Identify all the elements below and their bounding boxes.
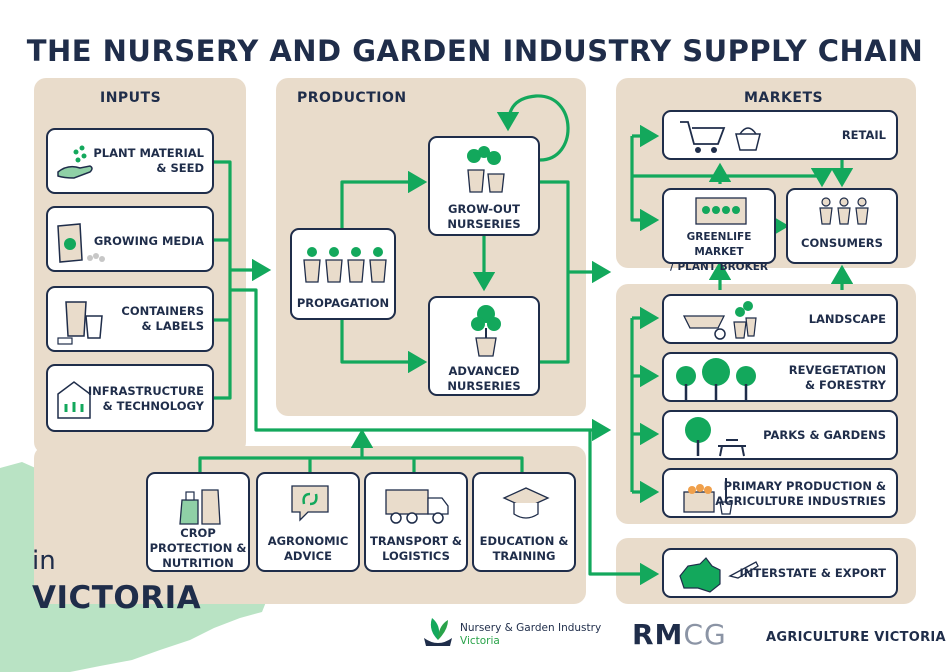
market-consumers-label: CONSUMERS <box>801 236 883 250</box>
region-prefix: in <box>32 546 56 576</box>
service-education: EDUCATION & TRAINING <box>472 472 576 572</box>
advanced-box: ADVANCED NURSERIES <box>428 296 540 396</box>
truck-icon <box>385 489 449 524</box>
growout-l1: GROW-OUT <box>448 202 520 216</box>
input-infrastructure: INFRASTRUCTURE & TECHNOLOGY <box>46 364 214 432</box>
propagation-box: PROPAGATION <box>290 228 396 320</box>
advanced-l1: ADVANCED <box>448 364 520 378</box>
input-containers-l2: & LABELS <box>141 319 205 333</box>
large-potted-plant-icon <box>471 305 501 357</box>
market-interstate: INTERSTATE & EXPORT <box>662 548 898 598</box>
service-crop-l2: PROTECTION & <box>149 541 247 555</box>
market-primary: PRIMARY PRODUCTION & AGRICULTURE INDUSTR… <box>662 468 898 518</box>
wheelbarrow-icon <box>682 301 757 340</box>
service-education-l2: TRAINING <box>492 549 556 563</box>
input-plant-material-l2: & SEED <box>156 161 204 175</box>
ngiv-logo-icon <box>424 618 452 646</box>
input-plant-material-l1: PLANT MATERIAL <box>93 146 204 160</box>
market-greenlife-l1: GREENLIFE MARKET <box>686 231 752 258</box>
market-landscape: LANDSCAPE <box>662 294 898 344</box>
park-tree-bench-icon <box>685 417 746 457</box>
input-infrastructure-l1: INFRASTRUCTURE <box>87 384 204 398</box>
advice-bubble-icon <box>291 485 329 522</box>
market-reveg-l1: REVEGETATION <box>788 363 886 377</box>
service-transport-l1: TRANSPORT & <box>370 534 462 548</box>
market-retail-label: RETAIL <box>841 128 886 142</box>
crate-shovel-icon <box>683 478 733 515</box>
market-primary-l2: AGRICULTURE INDUSTRIES <box>715 494 886 508</box>
growout-l2: NURSERIES <box>447 217 521 231</box>
page-title: THE NURSERY AND GARDEN INDUSTRY SUPPLY C… <box>26 34 924 68</box>
markets-heading: MARKETS <box>744 90 824 106</box>
greenlife-stall-icon <box>695 197 747 225</box>
soil-bag-icon <box>57 223 105 263</box>
service-agronomic-l2: ADVICE <box>284 549 332 563</box>
production-heading: PRODUCTION <box>297 90 407 106</box>
seed-hand-icon <box>57 145 93 179</box>
market-interstate-label: INTERSTATE & EXPORT <box>739 566 886 580</box>
market-reveg-l2: & FORESTRY <box>804 378 886 392</box>
rmcg-a: RM <box>632 618 684 651</box>
input-growing-media: GROWING MEDIA <box>46 206 214 272</box>
ngiv-logo-text: Nursery & Garden Industry Victoria <box>460 622 601 647</box>
market-parks: PARKS & GARDENS <box>662 410 898 460</box>
service-education-l1: EDUCATION & <box>479 534 569 548</box>
australia-plane-icon <box>679 557 759 593</box>
market-retail: RETAIL <box>662 110 898 160</box>
seedling-pots-icon <box>303 247 387 283</box>
market-greenlife-l2: / PLANT BROKER <box>669 261 769 273</box>
propagation-label: PROPAGATION <box>296 296 390 310</box>
market-landscape-label: LANDSCAPE <box>808 312 886 326</box>
growout-box: GROW-OUT NURSERIES <box>428 136 540 236</box>
service-agronomic: AGRONOMIC ADVICE <box>256 472 360 572</box>
input-plant-material: PLANT MATERIAL & SEED <box>46 128 214 194</box>
market-consumers: CONSUMERS <box>786 188 898 264</box>
service-transport: TRANSPORT & LOGISTICS <box>364 472 468 572</box>
rmcg-b: CG <box>683 618 727 651</box>
service-crop-l1: CROP <box>180 526 216 540</box>
market-revegetation: REVEGETATION & FORESTRY <box>662 352 898 402</box>
spray-bottle-icon <box>179 489 221 525</box>
people-icon <box>819 197 869 225</box>
service-transport-l2: LOGISTICS <box>382 549 450 563</box>
greenhouse-icon <box>57 381 91 419</box>
containers-icon <box>57 301 103 345</box>
service-agronomic-l1: AGRONOMIC <box>267 534 349 548</box>
market-greenlife: GREENLIFE MARKET / PLANT BROKER <box>662 188 776 273</box>
rmcg-logo: RMCG <box>632 618 727 651</box>
inputs-heading: INPUTS <box>100 90 162 106</box>
trees-icon <box>676 358 756 400</box>
input-growing-media-label: GROWING MEDIA <box>93 234 204 248</box>
input-containers: CONTAINERS & LABELS <box>46 286 214 352</box>
shopping-cart-icon <box>680 121 761 153</box>
market-parks-label: PARKS & GARDENS <box>763 428 886 442</box>
advanced-l2: NURSERIES <box>447 379 521 393</box>
ngiv-line1: Nursery & Garden Industry <box>460 622 602 634</box>
market-primary-l1: PRIMARY PRODUCTION & <box>723 479 886 493</box>
agriculture-victoria-logo: AGRICULTURE VICTORIA <box>766 630 946 645</box>
service-crop-protection: CROP PROTECTION & NUTRITION <box>146 472 250 572</box>
service-crop-l3: NUTRITION <box>162 556 234 570</box>
input-infrastructure-l2: & TECHNOLOGY <box>102 399 204 413</box>
input-containers-l1: CONTAINERS <box>121 304 204 318</box>
graduation-cap-icon <box>502 487 550 519</box>
potted-plants-icon <box>467 146 505 193</box>
ngiv-line2: Victoria <box>460 635 500 647</box>
region-name: VICTORIA <box>32 580 202 616</box>
